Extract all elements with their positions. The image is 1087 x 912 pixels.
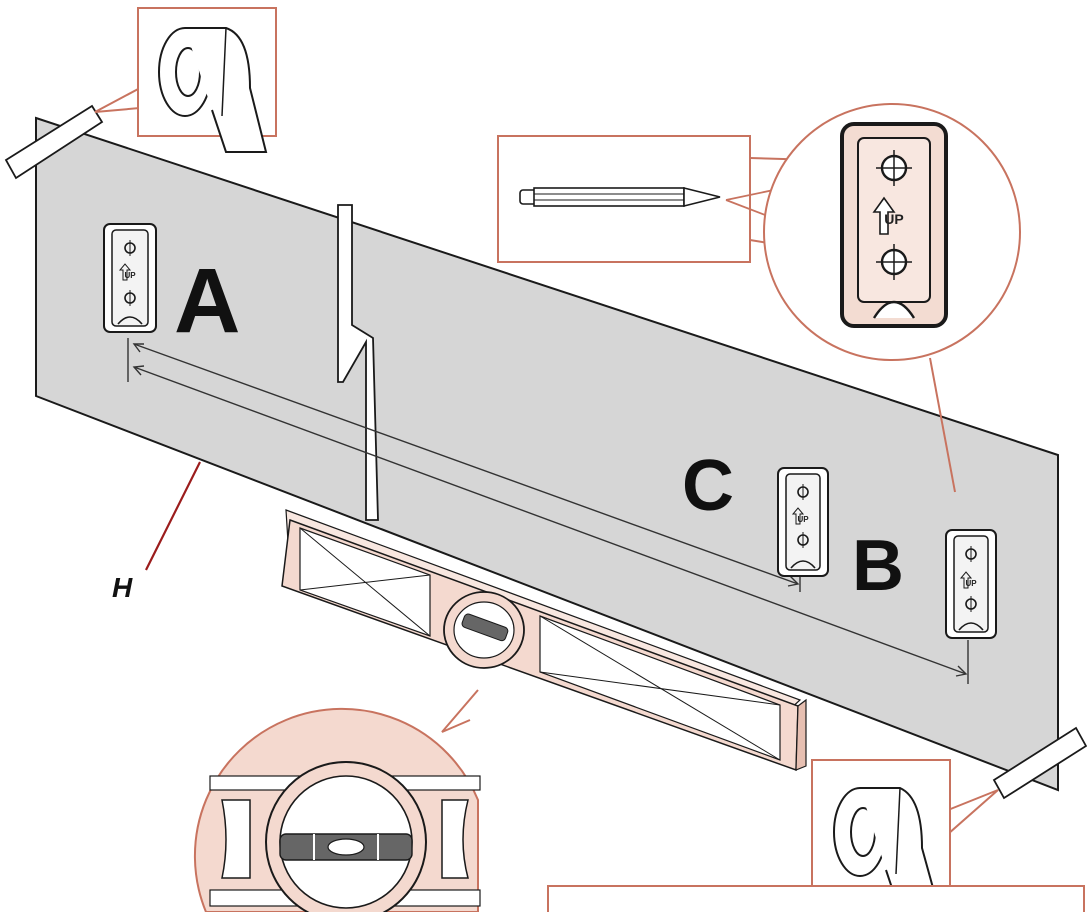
bubble-vial-callout: [193, 689, 481, 912]
bracket-up-label: UP: [884, 211, 903, 227]
tape-callout-top: [94, 7, 277, 153]
wall-bracket-icon: UP: [840, 122, 948, 328]
bracket-up-label: UP: [797, 515, 809, 524]
tape-strip-top-left: [4, 104, 104, 180]
pencil-icon: [519, 186, 721, 208]
wall-bracket-icon: UP: [777, 467, 829, 577]
tape-roll-icon: [833, 787, 940, 907]
bracket-up-label: UP: [124, 271, 136, 280]
bracket-up-label: UP: [965, 579, 977, 588]
pencil-callout: [497, 135, 889, 263]
label-h: H: [112, 572, 133, 603]
bracket-zoom-callout: UP: [763, 103, 1021, 493]
tape-callout-bottom: [811, 759, 999, 907]
break-line-icon: [337, 204, 379, 521]
label-b: B: [852, 526, 904, 606]
label-a: A: [174, 250, 240, 352]
spirit-level-icon: [281, 509, 807, 772]
tape-strip-bottom-right: [992, 726, 1087, 800]
wall-bracket-icon: UP: [103, 223, 157, 333]
edge-marker-line: [145, 461, 201, 571]
wall-panel: [35, 116, 1059, 792]
tape-roll-icon: [158, 27, 268, 153]
partial-callout-box: [547, 885, 1085, 912]
label-c: C: [682, 446, 734, 526]
wall-bracket-icon: UP: [945, 529, 997, 639]
bubble-vial-icon: [279, 833, 413, 861]
